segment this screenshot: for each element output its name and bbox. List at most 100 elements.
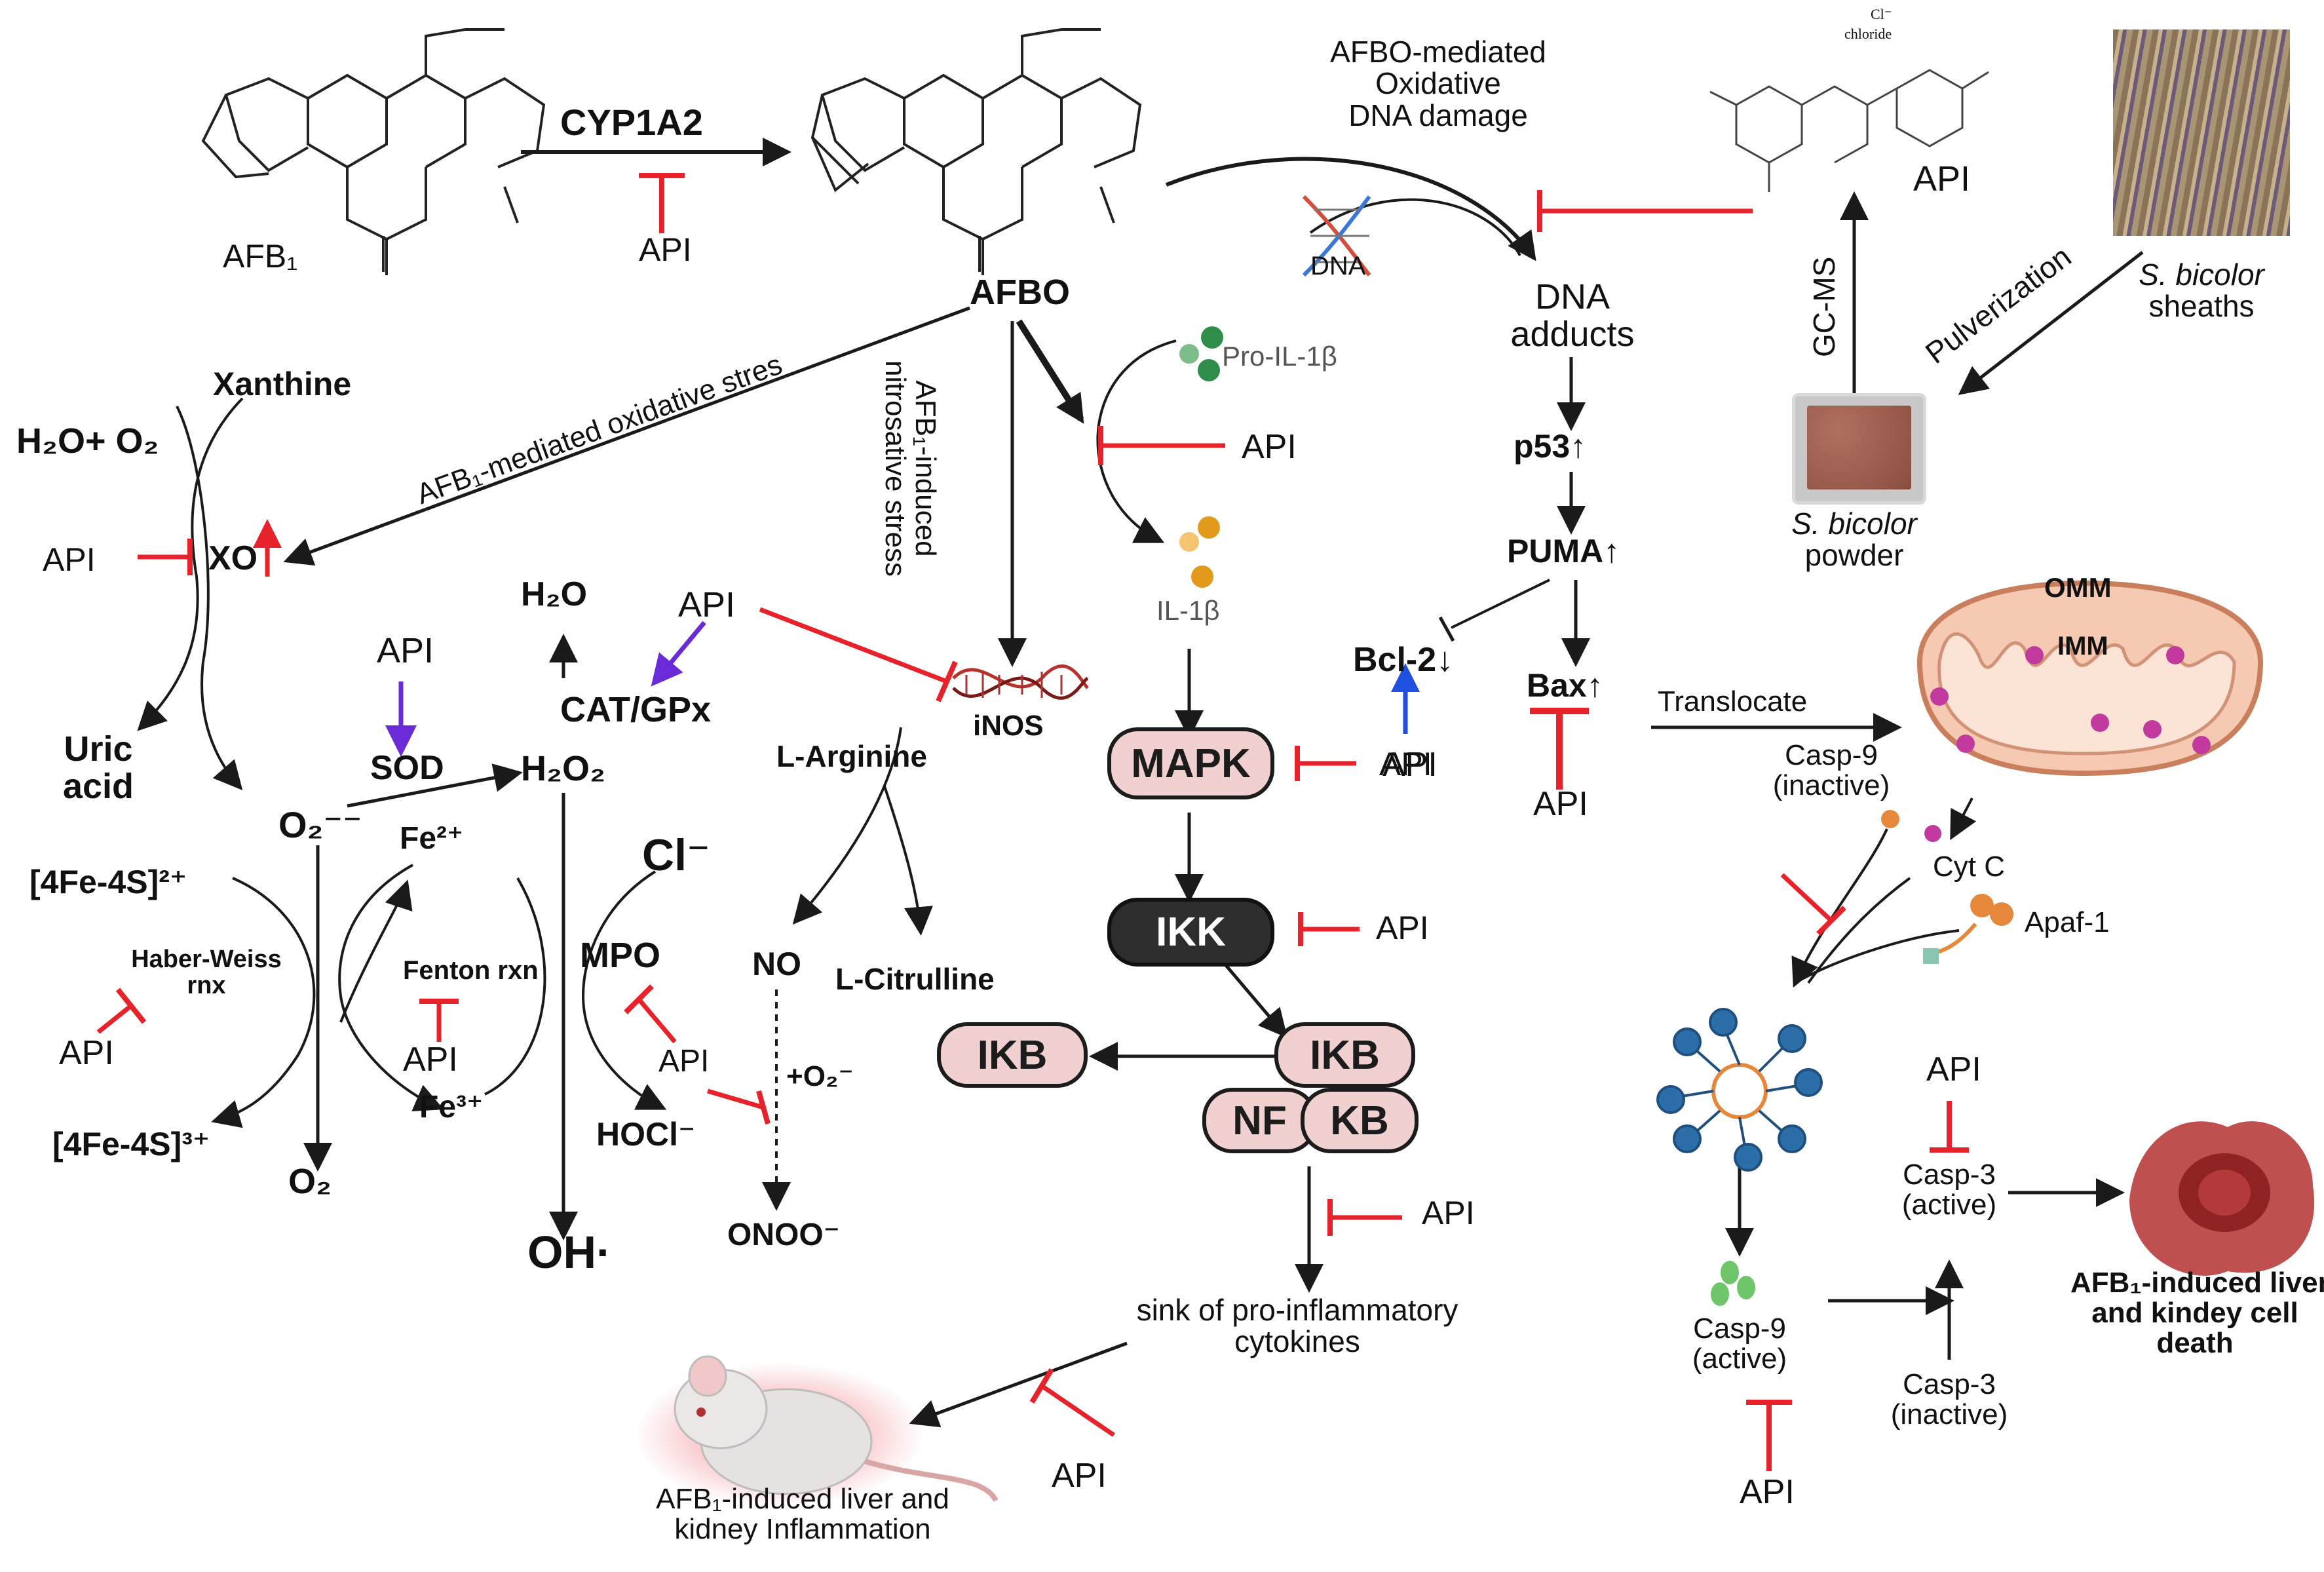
casp3-inactive-line2: (inactive) (1890, 1398, 2008, 1431)
peroxynitrite-label: ONOO⁻ (727, 1217, 841, 1252)
api-label-xo: API (43, 541, 96, 578)
api-label-hw: API (59, 1034, 114, 1072)
chloride-label: chloride (1844, 26, 1892, 42)
afb1-label: AFB₁ (223, 238, 298, 275)
kb-node: KB (1301, 1088, 1419, 1153)
uric-acid-line2: acid (62, 766, 134, 806)
nitrosative-stress-label: AFB₁-induced nitrosative stress (879, 331, 942, 606)
mitochondrion-icon (1916, 580, 2264, 776)
sheaths-label: S. bicolor sheaths (2093, 259, 2310, 322)
nf-node: NF (1202, 1088, 1317, 1153)
api-structure (1709, 69, 1989, 192)
l-arginine-label: L-Arginine (776, 739, 927, 773)
api-label-casp9: API (1740, 1473, 1795, 1511)
api-label-ikk: API (1376, 910, 1429, 946)
cytc-label: Cyt C (1933, 851, 2005, 883)
bax-label: Bax↑ (1527, 667, 1603, 704)
cell-death-line1: AFB₁-induced liver (2070, 1267, 2324, 1299)
powder-label: S. bicolor powder (1759, 508, 1949, 571)
afb1-structure (201, 28, 546, 275)
api-label-inflammation: API (1052, 1457, 1107, 1495)
mapk-node: MAPK (1107, 727, 1274, 799)
imm-label: IMM (2057, 632, 2108, 661)
casp3-inactive-label: Casp-3 (inactive) (1867, 1368, 2031, 1431)
hydroxyl-label: OH· (527, 1227, 612, 1278)
dna-damage-label: AFBO-mediated Oxidative DNA damage (1297, 36, 1579, 131)
powder-line2: powder (1804, 538, 1904, 573)
api-label-fenton: API (403, 1041, 458, 1079)
api-label-nfkb: API (1422, 1195, 1475, 1231)
cytokine-sink-line2: cytokines (1234, 1324, 1360, 1359)
bcl2-label: Bcl-2↓ (1353, 641, 1454, 679)
h2o2-label: H₂O₂ (521, 749, 605, 788)
api-label-il1b: API (1242, 428, 1297, 466)
api-label-mapk: API (1379, 746, 1432, 782)
sheaths-line1: S. bicolor (2139, 258, 2264, 292)
pro-il1b-icon (1179, 326, 1223, 381)
casp9-inactive-line2: (inactive) (1772, 769, 1890, 802)
dna-label: DNA (1310, 252, 1366, 280)
sheaths-line2: sheaths (2148, 289, 2255, 324)
omm-label: OMM (2044, 572, 2112, 603)
afbo-structure (810, 28, 1142, 275)
apaf1-icon (1923, 894, 2013, 964)
haber-weiss-label: Haber-Weiss rnx (111, 946, 301, 999)
ikk-node: IKK (1107, 898, 1274, 967)
casp3-active-label: Casp-3 (active) (1880, 1159, 2018, 1220)
ikb-bound-node: IKB (1274, 1022, 1415, 1088)
hocl-label: HOCl⁻ (596, 1116, 696, 1153)
cytokine-sink-line1: sink of pro-inflammatory (1136, 1293, 1458, 1327)
no-label: NO (752, 946, 801, 982)
gcms-label: GC-MS (1807, 256, 1841, 357)
inos-dna-icon (952, 664, 1089, 700)
apoptosome-icon (1656, 1008, 1823, 1172)
casp9-inactive-line1: Casp-9 (1785, 739, 1878, 771)
api-label-mpo: API (658, 1044, 710, 1079)
puma-label: PUMA↑ (1507, 533, 1620, 569)
dna-adducts-label: DNA adducts (1481, 278, 1664, 353)
api-label-bcl2: API (1382, 746, 1438, 784)
inos-label: iNOS (973, 710, 1044, 742)
casp9-active-line1: Casp-9 (1693, 1313, 1786, 1345)
il1b-label: IL-1β (1156, 595, 1220, 626)
fes3-label: [4Fe-4S]³⁺ (52, 1126, 210, 1162)
inflammation-line2: kidney Inflammation (674, 1513, 931, 1546)
cat-gpx-label: CAT/GPx (560, 690, 712, 729)
sorghum-sheaths-photo (2113, 29, 2290, 236)
mpo-label: MPO (580, 936, 661, 975)
casp3-inactive-line1: Casp-3 (1903, 1368, 1996, 1400)
api-label-cyp: API (639, 231, 692, 268)
dead-cell-icon (2129, 1121, 2315, 1276)
il1b-icon (1179, 516, 1220, 588)
dna-helix-icon (1302, 195, 1371, 277)
nitrosative-line2: nitrosative stress (879, 360, 911, 577)
h2o-label: H₂O (521, 575, 588, 613)
api-label-casp3: API (1926, 1050, 1981, 1088)
dna-adducts-line1: DNA (1534, 277, 1610, 316)
haber-weiss-line2: rnx (187, 971, 226, 999)
sorghum-powder-photo (1792, 393, 1926, 505)
cytokine-sink-label: sink of pro-inflammatory cytokines (1068, 1294, 1527, 1358)
fes2-label: [4Fe-4S]²⁺ (29, 864, 187, 900)
casp9-active-line2: (active) (1692, 1343, 1787, 1375)
nitrosative-line1: AFB₁-induced (909, 380, 942, 557)
plus-superoxide-label: +O₂⁻ (786, 1060, 854, 1092)
casp9-inactive-icon (1881, 810, 1941, 842)
fe2-label: Fe²⁺ (400, 821, 464, 856)
p53-label: p53↑ (1514, 428, 1587, 465)
powder-line1: S. bicolor (1791, 507, 1917, 541)
dna-adducts-line2: adducts (1510, 314, 1635, 354)
uric-acid-label: Uric acid (46, 731, 151, 805)
superoxide-label: O₂⁻⁻ (278, 804, 362, 845)
inhibition-marks (96, 173, 1969, 1471)
api-structure-label: API (1913, 159, 1971, 199)
api-label-sod: API (377, 631, 434, 670)
fe3-label: Fe³⁺ (419, 1090, 484, 1124)
l-citrulline-label: L-Citrulline (835, 962, 995, 996)
cyp1a2-label: CYP1A2 (560, 102, 703, 143)
cell-death-line3: death (2156, 1327, 2234, 1360)
cell-death-label: AFB₁-induced liver and kindey cell death (2070, 1267, 2324, 1360)
dna-damage-line3: DNA damage (1348, 98, 1528, 132)
